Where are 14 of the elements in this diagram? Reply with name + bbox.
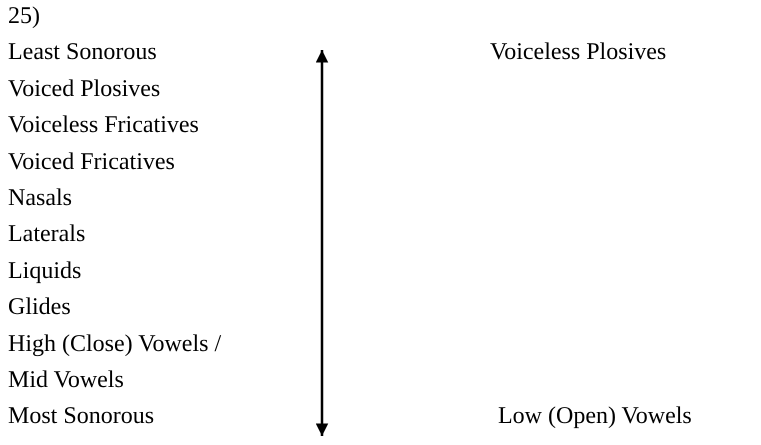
sonority-label: 25) [8, 2, 40, 31]
sonority-label: Voiceless Plosives [490, 38, 666, 68]
sonority-label: Glides [8, 293, 71, 322]
sonority-label: High (Close) Vowels / [8, 330, 222, 359]
sonority-label: Voiceless Fricatives [8, 111, 199, 140]
sonority-label: Voiced Fricatives [8, 148, 175, 177]
sonority-label: Mid Vowels [8, 366, 124, 395]
sonority-label: Least Sonorous [8, 38, 157, 68]
sonority-label: Nasals [8, 184, 72, 213]
sonority-label: Voiced Plosives [8, 74, 160, 104]
sonority-label: Liquids [8, 256, 82, 286]
sonority-label: Laterals [8, 220, 86, 250]
sonority-label: Low (Open) Vowels [498, 402, 692, 432]
sonority-label: Most Sonorous [8, 402, 154, 432]
